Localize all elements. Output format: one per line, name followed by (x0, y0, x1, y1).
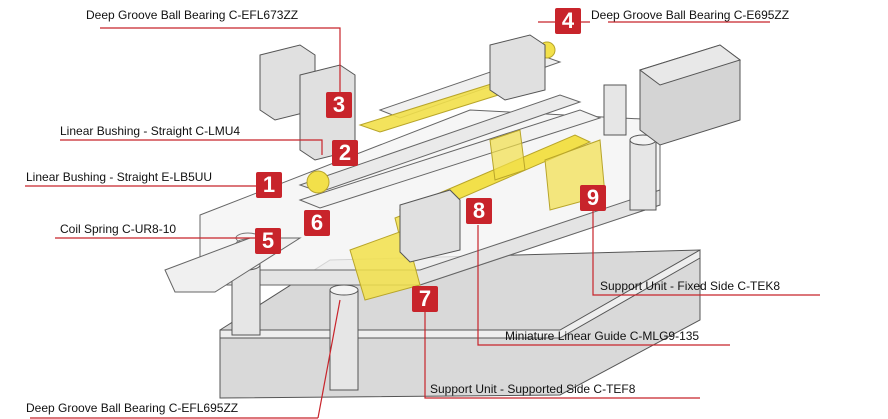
badge-5: 5 (255, 228, 281, 254)
callout-linear-bushing-lb5uu: Linear Bushing - Straight E-LB5UU (26, 170, 213, 184)
badge-2: 2 (332, 140, 358, 166)
callout-bearing-efl673zz: Deep Groove Ball Bearing C-EFL673ZZ (86, 8, 299, 22)
callout-coil-spring: Coil Spring C-UR8-10 (60, 222, 177, 236)
badge-8: 8 (466, 198, 492, 224)
badge-6: 6 (304, 210, 330, 236)
badge-1: 1 (256, 172, 282, 198)
callout-support-unit-fixed: Support Unit - Fixed Side C-TEK8 (600, 279, 781, 293)
badge-9: 9 (580, 185, 606, 211)
callout-support-unit-supported: Support Unit - Supported Side C-TEF8 (430, 382, 636, 396)
callout-bearing-efl695zz: Deep Groove Ball Bearing C-EFL695ZZ (26, 401, 239, 415)
callout-linear-bushing-lmu4: Linear Bushing - Straight C-LMU4 (60, 124, 241, 138)
badge-7: 7 (412, 286, 438, 312)
callout-bearing-e695zz: Deep Groove Ball Bearing C-E695ZZ (591, 8, 790, 22)
motor (638, 44, 742, 146)
leader-lines (25, 21, 820, 419)
badge-4: 4 (555, 8, 581, 34)
badge-3: 3 (326, 92, 352, 118)
callout-miniature-linear-guide: Miniature Linear Guide C-MLG9-135 (505, 329, 700, 343)
